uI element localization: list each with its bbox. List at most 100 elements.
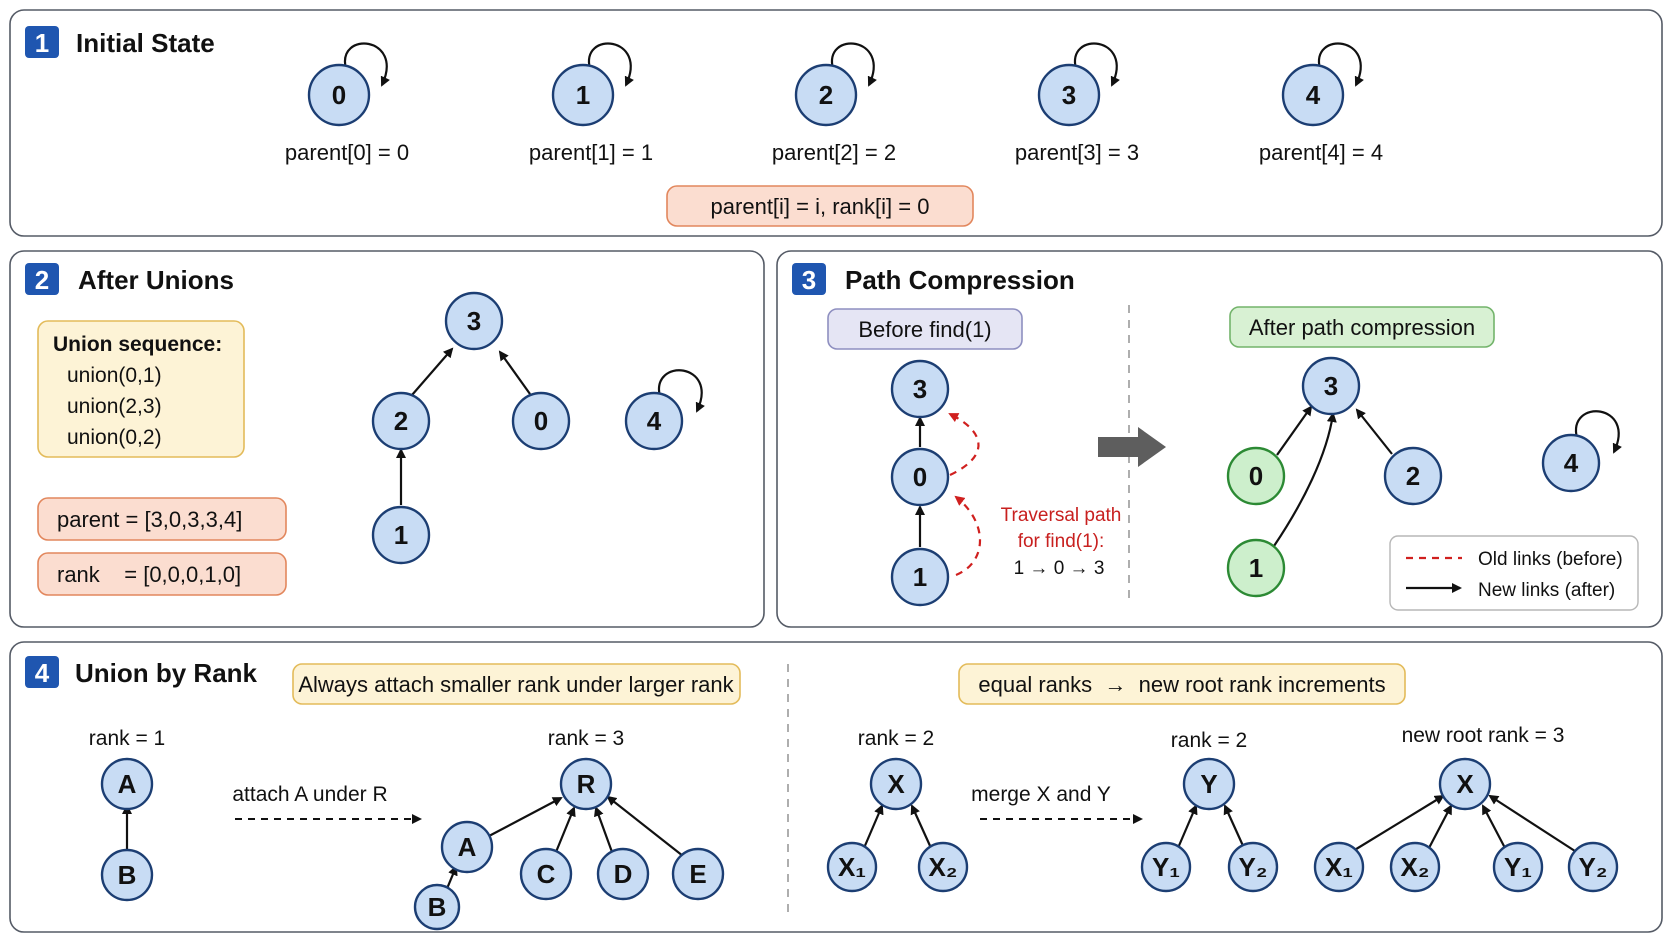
svg-text:3: 3	[1324, 371, 1338, 401]
svg-text:X: X	[887, 769, 905, 799]
parent-label-2: parent[2] = 2	[772, 140, 896, 165]
panel-after-unions: 2 After Unions Union sequence: union(0,1…	[9, 250, 765, 628]
y-node-y: Y	[1182, 757, 1236, 811]
panel-path-compression: 3 Path Compression Before find(1) 3 0 1 …	[776, 250, 1663, 628]
after-edge-1-to-3	[1273, 412, 1337, 547]
panel2-badge-number: 2	[35, 265, 49, 295]
after-edge-2-to-3	[1355, 408, 1393, 455]
after-node-1: 1	[1226, 538, 1286, 598]
parent-array-box	[37, 497, 287, 541]
union-step-2: union(2,3)	[67, 395, 162, 418]
after-compression-box	[1229, 306, 1495, 348]
union-sequence-title: Union sequence:	[53, 333, 222, 356]
initial-node-2: 2	[794, 42, 877, 127]
after-node-3: 3	[1301, 356, 1361, 416]
union-node-1: 1	[371, 505, 431, 565]
before-node-3: 3	[890, 359, 950, 419]
after-node-0: 0	[1226, 446, 1286, 506]
before-find-box	[827, 308, 1023, 350]
union-sequence-box	[37, 320, 245, 458]
edge-fx2-to-x	[1428, 804, 1452, 849]
union-node-0: 0	[511, 391, 571, 451]
mid-node-c: C	[519, 847, 573, 901]
svg-text:3: 3	[467, 306, 481, 336]
svg-text:A: A	[458, 832, 477, 862]
svg-text:X₁: X₁	[1325, 852, 1353, 882]
self-loop-1	[587, 42, 634, 87]
transform-arrow-icon	[1098, 427, 1166, 467]
svg-text:0: 0	[534, 406, 548, 436]
rank-array: rank = [0,0,0,1,0]	[57, 562, 241, 587]
legend-old-label: Old links (before)	[1478, 549, 1623, 570]
svg-text:1: 1	[576, 80, 590, 110]
svg-text:Y: Y	[1200, 769, 1217, 799]
svg-text:4: 4	[647, 406, 662, 436]
svg-text:C: C	[537, 859, 556, 889]
after-compression-label: After path compression	[1249, 315, 1475, 340]
svg-text:A: A	[118, 769, 137, 799]
edge-e-to-r	[606, 795, 684, 857]
panel3-title: Path Compression	[845, 265, 1075, 295]
svg-text:Y₂: Y₂	[1579, 852, 1608, 882]
x-node-x1: X₁	[826, 841, 878, 893]
panel4-badge	[25, 656, 59, 688]
mid-node-d: D	[596, 847, 650, 901]
initial-node-3: 3	[1037, 42, 1120, 127]
svg-text:4: 4	[1306, 80, 1321, 110]
edge-2-to-3	[411, 347, 454, 396]
edge-fy1-to-x	[1482, 804, 1506, 849]
svg-text:X: X	[1456, 769, 1474, 799]
traversal-1-to-0	[954, 495, 981, 577]
y-rank: rank = 2	[1171, 729, 1247, 752]
after-node-4: 4	[1541, 410, 1622, 493]
panel1-badge	[25, 26, 59, 58]
svg-text:Y₁: Y₁	[1504, 852, 1532, 882]
svg-text:0: 0	[913, 462, 927, 492]
edge-x1-to-x	[862, 804, 884, 849]
x-node-x2: X₂	[917, 841, 969, 893]
union-node-3: 3	[444, 291, 504, 351]
initial-node-0: 0	[307, 42, 390, 127]
y-node-y2: Y₂	[1227, 841, 1279, 893]
rule-left: Always attach smaller rank under larger …	[298, 672, 734, 697]
y-node-y1: Y₁	[1140, 841, 1192, 893]
union-step-3: union(0,2)	[67, 426, 162, 449]
union-step-1: union(0,1)	[67, 364, 162, 387]
parent-label-3: parent[3] = 3	[1015, 140, 1139, 165]
panel4-badge-number: 4	[35, 658, 50, 688]
self-loop-after-4	[1574, 410, 1622, 454]
left-rank: rank = 1	[89, 727, 165, 750]
svg-text:1: 1	[913, 562, 927, 592]
svg-text:0: 0	[1249, 461, 1263, 491]
svg-text:0: 0	[332, 80, 346, 110]
panel2-title: After Unions	[78, 265, 234, 295]
panel3-badge	[792, 263, 826, 295]
final-node-x1: X₁	[1313, 841, 1365, 893]
final-node-x: X	[1438, 757, 1492, 811]
edge-fx1-to-x	[1352, 794, 1445, 852]
self-loop-2	[830, 42, 877, 87]
svg-text:4: 4	[1564, 448, 1579, 478]
after-edge-0-to-3	[1276, 405, 1313, 456]
before-node-0: 0	[890, 447, 950, 507]
parent-label-0: parent[0] = 0	[285, 140, 409, 165]
mid-node-b: B	[413, 883, 461, 931]
x-rank: rank = 2	[858, 727, 934, 750]
rank-node-b: B	[100, 848, 154, 902]
self-loop-3	[1073, 42, 1120, 87]
union-node-2: 2	[371, 391, 431, 451]
panel3-badge-number: 3	[802, 265, 816, 295]
self-loop-0	[343, 42, 390, 87]
union-node-4: 4	[624, 369, 705, 451]
svg-text:X₂: X₂	[1401, 852, 1430, 882]
svg-text:R: R	[577, 769, 596, 799]
after-node-2: 2	[1383, 446, 1443, 506]
init-formula-box	[666, 185, 974, 227]
svg-text:B: B	[118, 860, 137, 890]
mid-rank: rank = 3	[548, 727, 624, 750]
svg-text:1: 1	[394, 520, 408, 550]
edge-a-to-r	[488, 797, 563, 837]
traversal-0-to-3	[948, 413, 980, 476]
rule-right-box	[958, 663, 1406, 705]
svg-text:2: 2	[1406, 461, 1420, 491]
